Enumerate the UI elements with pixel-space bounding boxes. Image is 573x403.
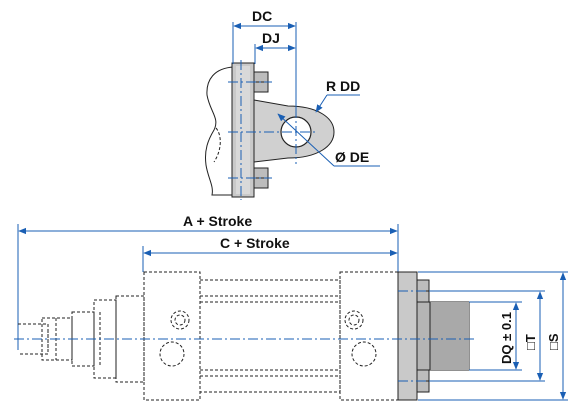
rear-port-bottom: [351, 341, 377, 367]
de-label: Ø DE: [335, 149, 369, 165]
s-label: □S: [546, 333, 561, 350]
de-leader: [277, 113, 335, 167]
dj-label: DJ: [262, 30, 280, 46]
cylinder-end-hidden-edge: [213, 127, 221, 163]
t-label: □T: [523, 334, 538, 350]
front-port-bottom: [159, 341, 185, 367]
rdd-label: R DD: [326, 78, 360, 94]
c-stroke-label: C + Stroke: [220, 235, 290, 251]
rear-port-top: [344, 310, 364, 330]
dc-label: DC: [252, 8, 272, 24]
cylinder-barrel: [199, 279, 341, 393]
dq-label: DQ ± 0.1: [499, 312, 514, 364]
clevis-detail-view: DC DJ R DD Ø DE: [205, 8, 380, 200]
a-stroke-label: A + Stroke: [183, 213, 252, 229]
cylinder-side-view: A + Stroke C + Stroke: [14, 213, 568, 401]
rear-head: [339, 271, 399, 401]
cylinder-end-break-line: [205, 66, 235, 196]
front-port-top: [170, 310, 190, 330]
front-head: [143, 271, 201, 401]
rod-end-thread: [18, 323, 49, 355]
